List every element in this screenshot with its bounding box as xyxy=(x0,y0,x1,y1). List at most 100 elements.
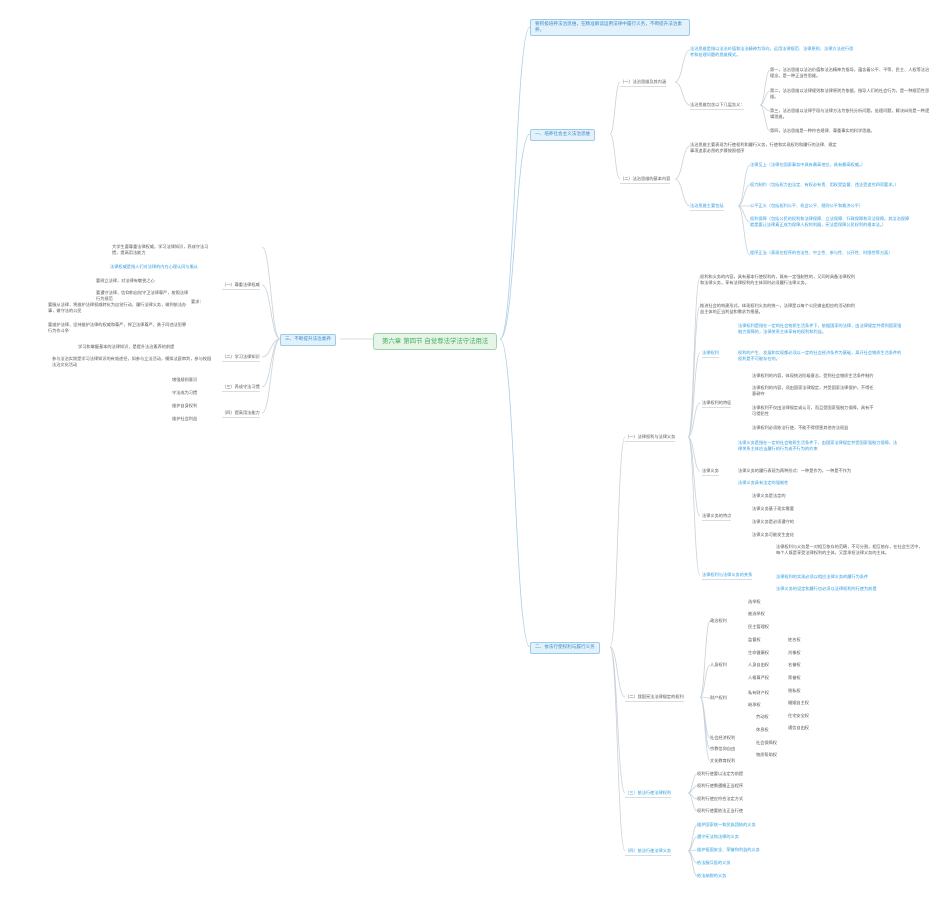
rights-social-2: 休息权 xyxy=(756,727,769,732)
rights-social-4: 物质帮助权 xyxy=(756,752,777,757)
two-duty-feature-4: 法律义务可能发生变化 xyxy=(752,532,794,537)
one-sub-2[interactable]: （二）法治思维的基本内容 xyxy=(620,176,671,184)
rights-person-1: 生命健康权 xyxy=(748,650,769,655)
one-content-5: 程序正当（表现在程序的合法性、中立性、参与性、公开性、时限性等方面） xyxy=(750,250,893,255)
two-relation-1: 法律权利与义务是一对相互依存的范畴，不可分割，相互依存，在社会生活中，每个人既是… xyxy=(776,544,923,555)
one-sub-1[interactable]: （一）法治思维及其内涵 xyxy=(620,79,667,87)
rights-group-3[interactable]: 财产权利 xyxy=(710,695,727,700)
rights-group-4[interactable]: 社会经济权利 xyxy=(710,735,736,740)
two-rights[interactable]: 法律权利 xyxy=(702,350,719,358)
two-duty-feature-1: 法律义务是法定的 xyxy=(752,493,786,498)
one-content-2: 权力制约（包括权力由法定、有权必有责、用权受监督、违法受追究四项要求。） xyxy=(750,182,899,187)
link-s1-item-2 xyxy=(687,352,701,438)
link-one-s1 xyxy=(609,81,621,135)
rights-sub-4: 荣誉权 xyxy=(788,675,801,680)
link-s1-item-3 xyxy=(687,402,701,438)
one-sub-2-list[interactable]: 法治思维主要包括 xyxy=(690,203,724,211)
three-sub-3[interactable]: （三）养成守法习惯 xyxy=(222,384,260,392)
three-req-1: 要树立法律，对法律有敬畏之心 xyxy=(96,278,155,283)
rights-sub-1: 姓名权 xyxy=(788,637,801,642)
link-content-4 xyxy=(737,205,751,256)
rights-group-6[interactable]: 文化教育权利 xyxy=(710,758,736,763)
rights-group-1[interactable]: 政治权利 xyxy=(710,618,727,623)
two-duties-1: 法律义务是指在一定的社会物质生活条件下，由国家法律规定并受国家强制力保障，法律关… xyxy=(738,440,898,451)
three-study-2: 参与法治实践是学习法律知识的有效途径，如参与立法活动，模拟法庭审判，参与校园法治… xyxy=(52,356,212,367)
link-meaning-3 xyxy=(759,104,771,132)
rights-property-1: 私有财产权 xyxy=(748,690,769,695)
two-duty-feature-3: 法律义务是必须遵守的 xyxy=(752,519,794,524)
three-study-1: 学习和掌握基本的法律知识，是提升法治素养的前提 xyxy=(78,344,175,349)
rights-sub-7: 住宅安全权 xyxy=(788,713,809,718)
link-s1-item-5 xyxy=(687,436,701,517)
exercise-1: 权利行使要以法定为前提 xyxy=(697,771,744,776)
two-duties[interactable]: 法律义务 xyxy=(702,468,719,476)
rights-person-3: 人格尊严权 xyxy=(748,675,769,680)
two-intro-2: 推进社会的构建形式，体现权利义务的统一，法律是以每个公民做出相应的活动和利益主体… xyxy=(700,303,855,314)
link-s1-meaning xyxy=(674,81,691,106)
rights-political-2: 被选举权 xyxy=(748,611,765,616)
three-sub-2[interactable]: （二）学习法律知识 xyxy=(222,354,260,362)
two-relation[interactable]: 法律权利与法律义务的关系 xyxy=(702,572,753,580)
three-sub-1[interactable]: （一）尊重法律权威 xyxy=(222,282,260,290)
exercise-2: 权利行使需遵循正当程序 xyxy=(697,783,744,788)
two-sub-3[interactable]: （三）依法行使法律权利 xyxy=(625,790,672,798)
two-relation-3: 法律义务的设定和履行也必须以法律权利的行使为前提 xyxy=(776,586,877,591)
rights-sub-3: 名誉权 xyxy=(788,662,801,667)
link-two-s2 xyxy=(609,646,626,698)
one-content-1: 法律至上（法律在国家事务中具有最高地位，具有最高权威。） xyxy=(750,162,866,167)
rights-group-2[interactable]: 人身权利 xyxy=(710,662,727,667)
branch-top-note[interactable]: 要积极培养法治思维，在精准解读运用法律中履行义务，不断提升法治素养。 xyxy=(530,19,690,37)
link-s2-list xyxy=(674,178,691,207)
two-feature-2: 法律权利的内容，须由国家法律规定，并受国家法律保护，不得任意剥夺 xyxy=(752,385,874,396)
obligation-4: 依法服兵役的义务 xyxy=(697,860,731,865)
rights-social-3: 社会保障权 xyxy=(756,740,777,745)
three-intro: 大学生要尊重法律权威，学习法律知识，养成守法习惯，提高用法能力 xyxy=(112,244,209,255)
rights-political-4: 监督权 xyxy=(748,637,761,642)
center-topic[interactable]: 第六章 第四节 自觉尊法学法守法用法 xyxy=(373,333,498,350)
two-sub-1[interactable]: （一）法律权利与法律义务 xyxy=(625,434,676,442)
one-meaning-3: 第三，法治思维以法律手段与法律方法为依托分析问题，处理问题，解决纠纷是一种逻辑思… xyxy=(770,108,930,119)
obligation-1: 维护国家统一和民族团结的义务 xyxy=(697,822,756,827)
obligation-2: 遵守宪法和法律的义务 xyxy=(697,834,739,839)
link-ex-3 xyxy=(687,792,698,812)
two-duties-3: 法律义务具有法定的强制性 xyxy=(738,480,789,485)
three-habit-2: 守法成为习惯 xyxy=(172,390,198,395)
rights-political-1: 选举权 xyxy=(748,599,761,604)
rights-social-1: 劳动权 xyxy=(756,714,769,719)
link-one-s2 xyxy=(609,133,621,180)
two-duties-2: 法律义务的履行表现为两种形式：一种是作为，一种是不作为 xyxy=(738,468,852,473)
link-s1-item-6 xyxy=(687,436,701,576)
link-meaning-0 xyxy=(759,69,771,106)
one-content-3: 公平正义（包括权利公平、机会公平、规则公平和救济公平） xyxy=(750,203,864,208)
branch-two[interactable]: 二、依法行使权利与履行义务 xyxy=(530,642,600,654)
obligation-3: 维护祖国安全、荣誉和利益的义务 xyxy=(697,847,760,852)
two-duty-feature-2: 法律义务基于现实需要 xyxy=(752,506,794,511)
link-center-one xyxy=(499,133,531,340)
rights-sub-2: 肖像权 xyxy=(788,650,801,655)
two-rights-1: 法律权利是指在一定的社会物质生活条件下，依据国家的法律，由法律规定并得到国家强制… xyxy=(738,323,902,334)
three-sub-4[interactable]: （四）提高用法能力 xyxy=(222,410,260,418)
two-rights-features[interactable]: 法律权利的特征 xyxy=(702,400,732,408)
three-ability-1: 维护自身权利 xyxy=(172,403,198,408)
two-sub-4[interactable]: （四）依法行使法律义务 xyxy=(625,848,672,856)
two-duties-features[interactable]: 法律义务的特点 xyxy=(702,513,732,521)
one-sub-1-meaning[interactable]: 法治思维包含以下几层含义： xyxy=(690,102,745,110)
one-content-4: 权利保障（包括公民的权利和法律保障、立法保障、行政保障和司法保障。其法治保障就是… xyxy=(750,216,910,227)
branch-one[interactable]: 一、培养社会主义法治思维 xyxy=(530,129,596,141)
three-req-3: 要服从法律，将维护法律权威转化为自觉行动，履行法律义务，做到依法办事，做守法的公… xyxy=(48,302,187,313)
three-requirements[interactable]: 要求： xyxy=(191,299,204,304)
two-sub-2[interactable]: （二）我国宪法法律规定的权利 xyxy=(625,694,684,702)
link-three-4 xyxy=(261,338,281,414)
three-authority-def: 法律权威是指人们对法律的内在心理认同与服从 xyxy=(110,264,198,269)
link-s1-item-1 xyxy=(687,305,701,438)
link-content-1 xyxy=(737,184,751,207)
three-ability-2: 维护社会利益 xyxy=(172,416,198,421)
branch-three[interactable]: 三、不断提升法治素养 xyxy=(280,334,336,346)
link-rights-0 xyxy=(699,620,711,698)
rights-person-2: 人身自由权 xyxy=(748,662,769,667)
link-content-0 xyxy=(737,164,751,207)
rights-group-5[interactable]: 宗教信仰自由 xyxy=(710,746,736,751)
link-center-two xyxy=(499,338,531,648)
